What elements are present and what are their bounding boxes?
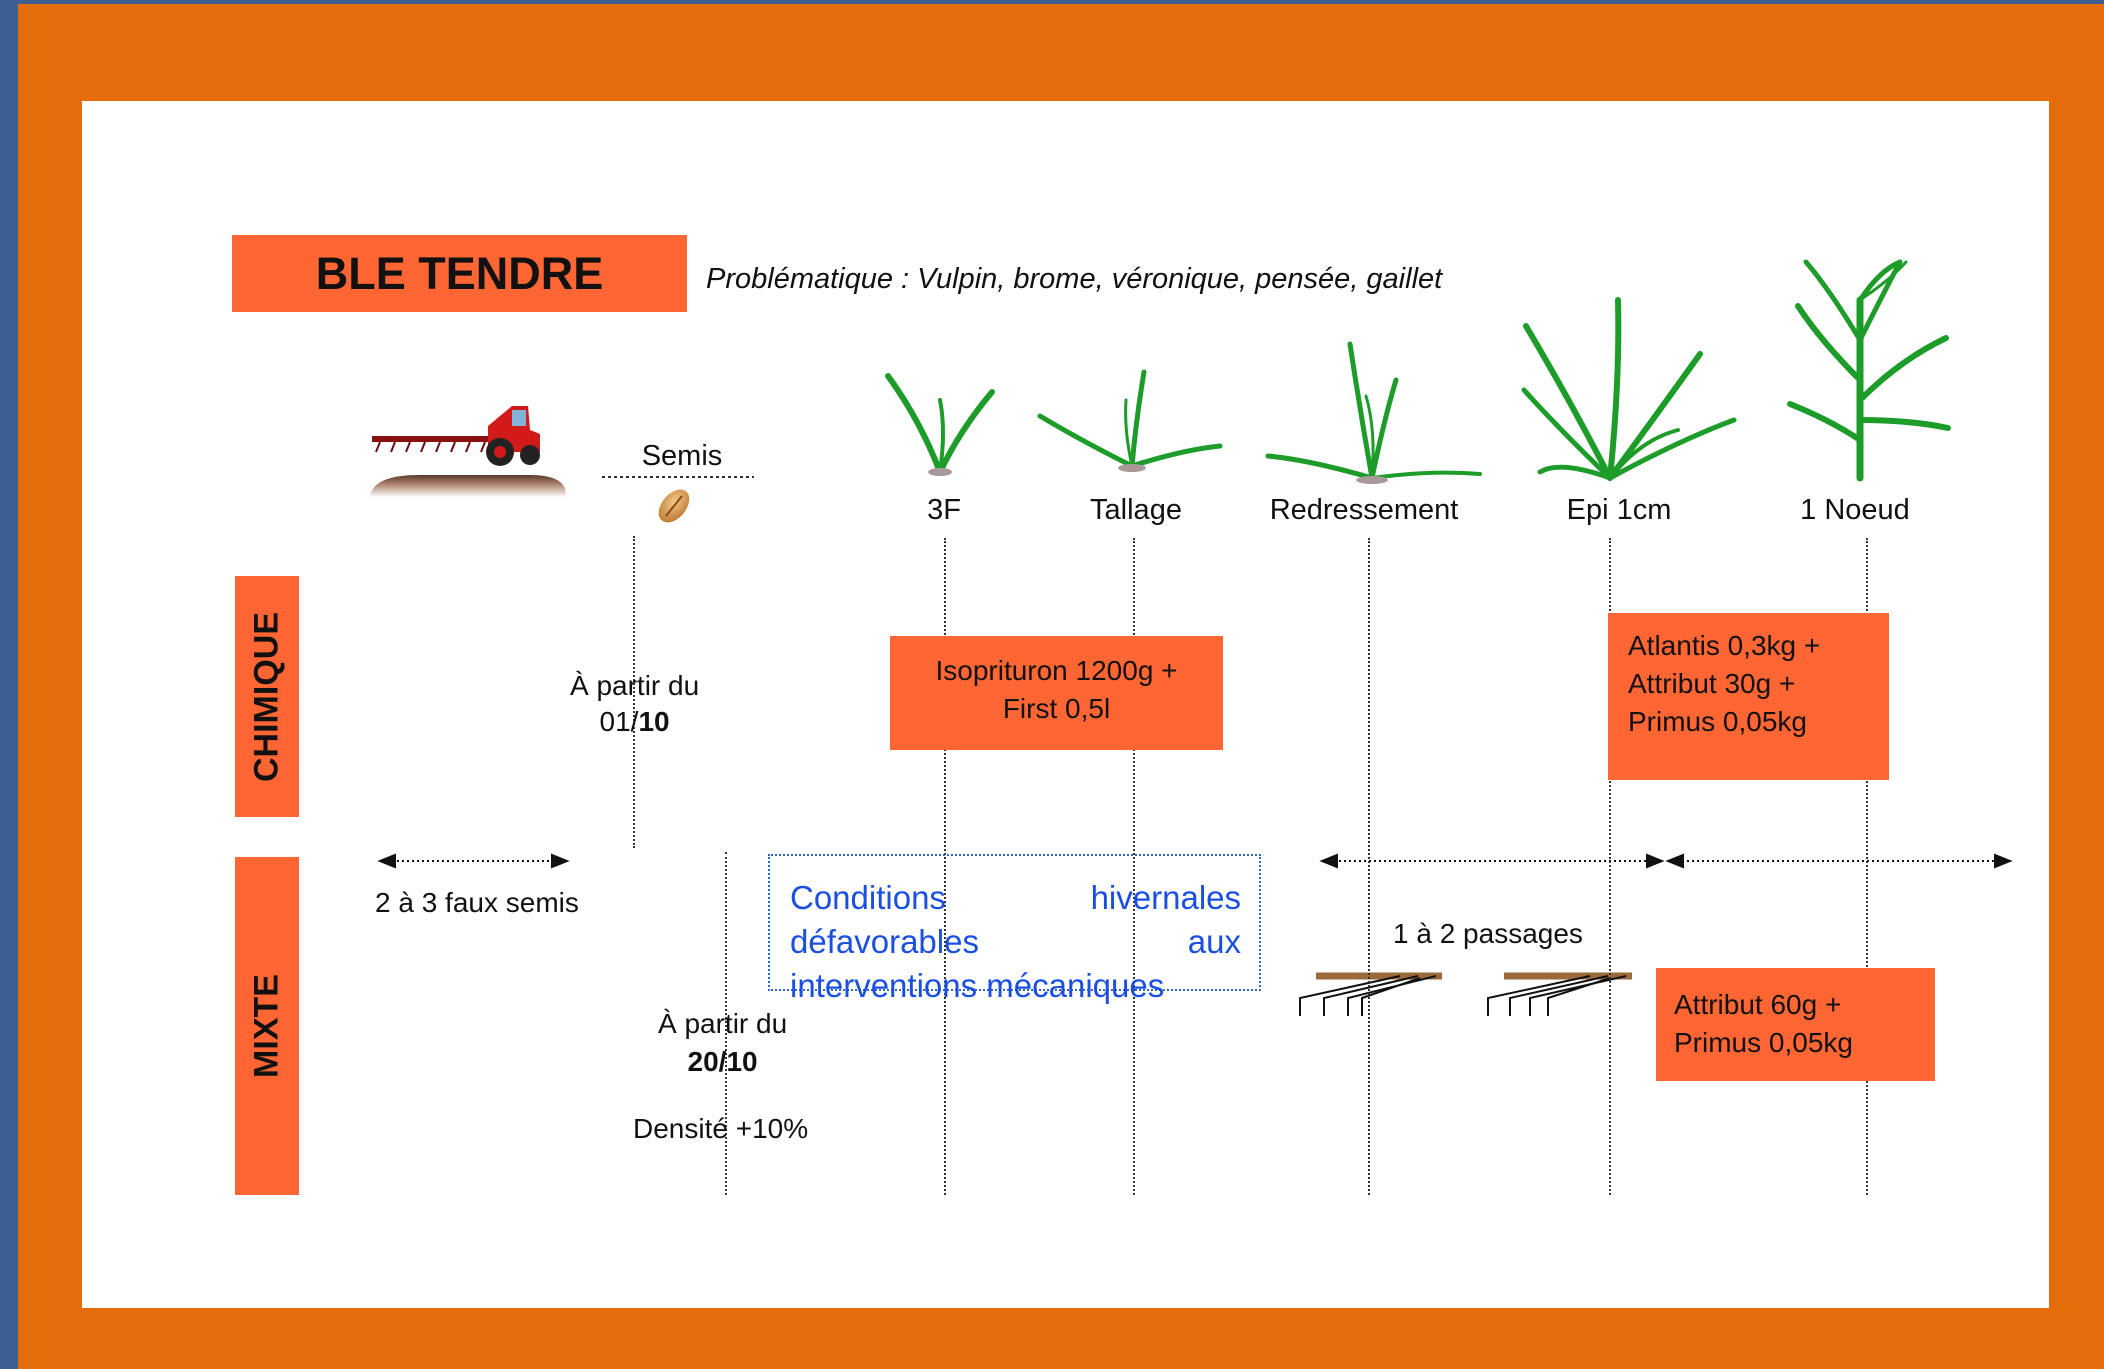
stage-redressement: Redressement [1269, 494, 1459, 526]
harrow-icon-1 [1299, 972, 1442, 1016]
guide-line-epi [1609, 538, 1611, 1195]
wheat-redressement-icon [1265, 341, 1482, 484]
faux-semis-label: 2 à 3 faux semis [375, 887, 579, 918]
herbicide-box-1-line1: Isoprituron 1200g + [935, 655, 1178, 686]
mixte-herbicide-line2: Primus 0,05kg [1674, 1027, 1853, 1058]
problematique-text: Problématique : Vulpin, brome, véronique… [706, 263, 1443, 295]
mixte-date-label: À partir du 20/10 [658, 1005, 787, 1081]
passages-label: 1 à 2 passages [1393, 918, 1583, 949]
faux-semis-arrow [377, 853, 570, 869]
mixte-date: 20/10 [687, 1046, 758, 1077]
wheat-noeud-icon [1787, 259, 1951, 482]
stage-epi: Epi 1cm [1566, 494, 1672, 526]
seed-icon [658, 489, 690, 523]
herbicide-box-2-line3: Primus 0,05kg [1628, 706, 1807, 737]
guide-line-noeud [1866, 538, 1868, 1195]
herbicide-box-2: Atlantis 0,3kg + Attribut 30g + Primus 0… [1608, 613, 1889, 780]
conditions-line3: interventions mécaniques [790, 967, 1165, 1004]
mixte-semis-guide-line [725, 852, 727, 1195]
chimique-date-prefix: À partir du [570, 670, 700, 701]
herbicide-box-1: Isoprituron 1200g + First 0,5l [890, 636, 1223, 750]
herbicide-box-2-line1: Atlantis 0,3kg + [1628, 630, 1821, 661]
title-box: BLE TENDRE [232, 235, 687, 312]
stage-semis: Semis [641, 440, 723, 472]
densite-label: Densité +10% [633, 1113, 809, 1144]
conditions-box: Conditions hivernales défavorables aux i… [768, 854, 1261, 1004]
mixte-herbicide-box: Attribut 60g + Primus 0,05kg [1656, 968, 1935, 1081]
wheat-3f-icon [885, 373, 995, 476]
stage-noeud: 1 Noeud [1800, 494, 1910, 526]
redressement-arrow [1319, 853, 1665, 869]
herbicide-box-2-line2: Attribut 30g + [1628, 668, 1796, 699]
wheat-epi-icon [1521, 297, 1737, 481]
herbicide-box-1-line2: First 0,5l [1002, 693, 1111, 724]
mixte-herbicide-line1: Attribut 60g + [1674, 989, 1842, 1020]
guide-line-tallage [1133, 538, 1135, 1195]
stage-tallage: Tallage [1090, 494, 1182, 526]
conditions-line2: défavorables aux [790, 923, 1241, 960]
chimique-label: CHIMIQUE [247, 611, 286, 782]
conditions-line1: Conditions hivernales [790, 879, 1241, 916]
wheat-tallage-icon [1037, 369, 1223, 472]
chimique-date-label: À partir du 01/10 [570, 668, 699, 740]
guide-line-redressement [1368, 538, 1370, 1195]
semis-guide-line [633, 536, 635, 848]
guide-line-3f [944, 538, 946, 1195]
noeud-arrow [1665, 853, 2013, 869]
chimique-label-box: CHIMIQUE [235, 576, 299, 817]
stage-3f: 3F [927, 494, 961, 526]
mixte-date-prefix: À partir du [658, 1008, 788, 1039]
mixte-label-box: MIXTE [235, 857, 299, 1195]
tractor-icon [370, 406, 567, 497]
title: BLE TENDRE [315, 247, 604, 299]
chimique-date: 01/10 [599, 706, 670, 737]
mixte-label: MIXTE [247, 974, 286, 1078]
